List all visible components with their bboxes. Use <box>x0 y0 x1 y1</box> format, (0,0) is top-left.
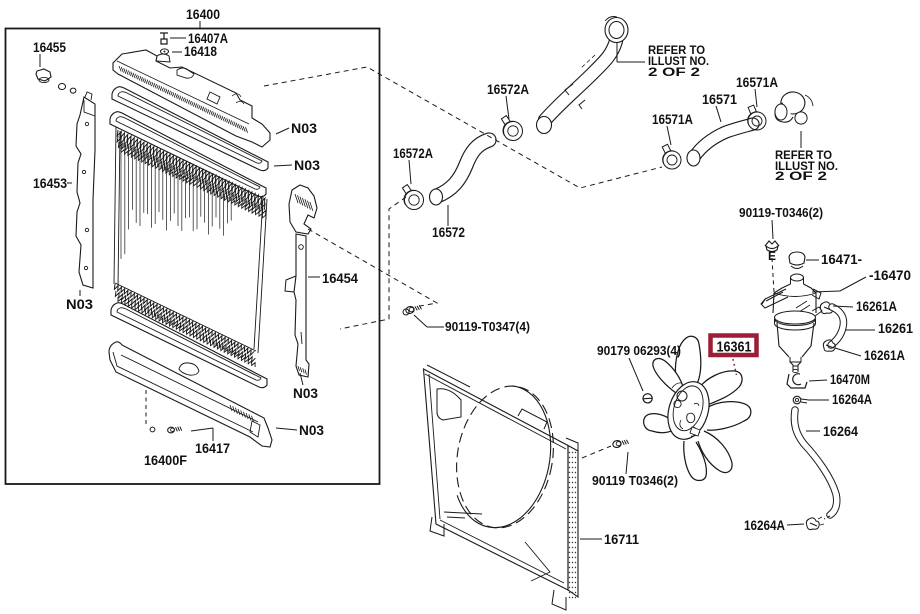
svg-text:REFER TO: REFER TO <box>648 43 705 57</box>
svg-text:16418: 16418 <box>184 43 217 59</box>
svg-text:2 OF 2: 2 OF 2 <box>775 169 827 183</box>
svg-text:16261: 16261 <box>878 320 913 336</box>
svg-text:N03: N03 <box>299 422 324 438</box>
svg-text:N03: N03 <box>291 120 317 136</box>
svg-text:16711: 16711 <box>604 531 639 547</box>
svg-text:16454: 16454 <box>322 270 358 286</box>
svg-text:16571A: 16571A <box>736 74 778 90</box>
svg-text:16400: 16400 <box>186 6 220 22</box>
svg-text:16455: 16455 <box>33 39 66 55</box>
svg-text:16264: 16264 <box>823 423 858 439</box>
svg-text:90119-T0347(4): 90119-T0347(4) <box>445 319 530 334</box>
svg-text:N03: N03 <box>294 157 320 173</box>
svg-text:16572: 16572 <box>432 224 465 240</box>
svg-text:16572A: 16572A <box>487 81 529 97</box>
svg-text:16572A: 16572A <box>393 145 433 161</box>
svg-text:16264A: 16264A <box>744 517 785 533</box>
svg-text:16470M: 16470M <box>830 371 870 387</box>
svg-text:N03: N03 <box>293 385 318 401</box>
svg-text:16361: 16361 <box>717 339 752 356</box>
svg-text:90119 T0346(2): 90119 T0346(2) <box>592 473 678 488</box>
svg-text:16417: 16417 <box>195 440 230 456</box>
svg-text:REFER TO: REFER TO <box>775 148 832 162</box>
svg-text:16261A: 16261A <box>864 347 905 363</box>
svg-text:90179 06293(4): 90179 06293(4) <box>597 343 681 358</box>
svg-text:ILLUST NO.: ILLUST NO. <box>775 159 838 173</box>
svg-text:E: E <box>768 249 776 263</box>
svg-text:16471-: 16471- <box>821 251 862 267</box>
svg-text:ILLUST NO.: ILLUST NO. <box>648 54 709 68</box>
svg-text:16261A: 16261A <box>856 298 897 314</box>
svg-text:16264A: 16264A <box>832 391 872 407</box>
svg-text:16571: 16571 <box>702 91 737 107</box>
svg-text:16571A: 16571A <box>652 111 693 127</box>
svg-text:90119-T0346(2): 90119-T0346(2) <box>739 205 823 220</box>
svg-text:2 OF 2: 2 OF 2 <box>648 65 700 79</box>
svg-text:16400F: 16400F <box>144 452 187 468</box>
svg-text:N03: N03 <box>66 296 93 312</box>
svg-text:-16470: -16470 <box>869 267 911 283</box>
svg-text:16453: 16453 <box>33 175 67 191</box>
svg-text:16407A: 16407A <box>188 30 228 46</box>
